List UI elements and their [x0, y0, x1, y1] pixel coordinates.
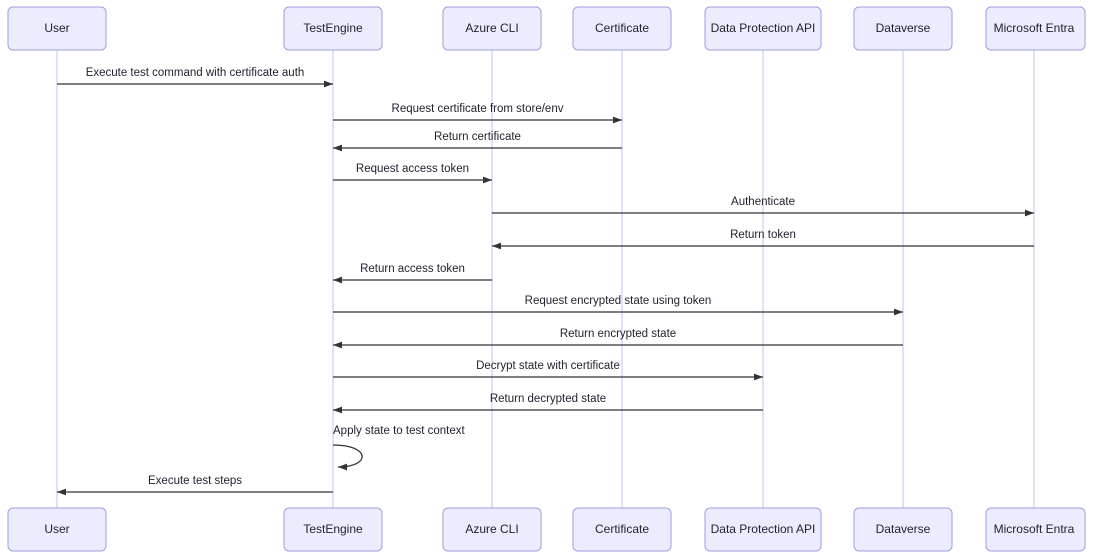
actor-boxes-top: User TestEngine Azure CLI Certificate Data P… — [7, 6, 1086, 51]
actor-label: User — [44, 21, 69, 35]
actor-rect — [985, 6, 1086, 51]
actor-label: Certificate — [595, 21, 649, 35]
message-label: Request encrypted state using token — [525, 295, 712, 307]
message-label: Execute test steps — [148, 475, 242, 487]
message-4: Authenticate — [492, 196, 1034, 217]
actor-rect — [572, 6, 672, 51]
actor-label: Microsoft Entra — [994, 522, 1075, 536]
message-0: Execute test command with certificate au… — [57, 67, 333, 88]
messages-layer: Execute test command with certificate au… — [57, 67, 1034, 496]
actor-box-bottom-testengine[interactable]: TestEngine — [283, 507, 383, 552]
actor-label: Certificate — [595, 522, 649, 536]
actor-box-bottom-azurecli[interactable]: Azure CLI — [442, 507, 542, 552]
message-9: Decrypt state with certificate — [333, 360, 763, 381]
message-label: Execute test command with certificate au… — [86, 67, 305, 79]
message-label: Return access token — [360, 263, 465, 275]
message-label: Apply state to test context — [333, 425, 465, 437]
actor-label: Dataverse — [876, 522, 931, 536]
message-6: Return access token — [333, 263, 492, 284]
actor-box-bottom-user[interactable]: User — [7, 507, 107, 552]
actor-box-bottom-entra[interactable]: Microsoft Entra — [985, 507, 1086, 552]
actor-rect — [985, 507, 1086, 552]
actor-box-top-certificate[interactable]: Certificate — [572, 6, 672, 51]
actor-box-top-azurecli[interactable]: Azure CLI — [442, 6, 542, 51]
message-12: Execute test steps — [57, 475, 333, 496]
actor-label: TestEngine — [303, 522, 363, 536]
message-label: Request certificate from store/env — [392, 103, 564, 115]
message-8: Return encrypted state — [333, 328, 903, 349]
actor-rect — [704, 6, 822, 51]
actor-rect — [283, 6, 383, 51]
message-label: Return certificate — [434, 131, 521, 143]
message-7: Request encrypted state using token — [333, 295, 903, 316]
actor-rect — [7, 6, 107, 51]
message-label: Authenticate — [731, 196, 795, 208]
message-label: Return token — [730, 229, 796, 241]
actor-box-bottom-dataverse[interactable]: Dataverse — [853, 507, 953, 552]
message-3: Request access token — [333, 163, 492, 184]
actor-rect — [442, 6, 542, 51]
actor-label: Microsoft Entra — [994, 21, 1075, 35]
actor-rect — [442, 507, 542, 552]
actor-box-top-entra[interactable]: Microsoft Entra — [985, 6, 1086, 51]
actor-box-top-dataprotection[interactable]: Data Protection API — [704, 6, 822, 51]
message-5: Return token — [492, 229, 1034, 250]
actor-label: User — [44, 522, 69, 536]
message-label: Request access token — [356, 163, 469, 175]
actor-label: Azure CLI — [465, 21, 518, 35]
actor-label: Data Protection API — [711, 21, 816, 35]
actor-rect — [7, 507, 107, 552]
actor-box-top-user[interactable]: User — [7, 6, 107, 51]
message-11: Apply state to test context — [332, 425, 465, 471]
message-label: Decrypt state with certificate — [476, 360, 620, 372]
message-label: Return decrypted state — [490, 393, 606, 405]
actor-rect — [853, 507, 953, 552]
actor-label: Azure CLI — [465, 522, 518, 536]
actor-rect — [704, 507, 822, 552]
message-1: Request certificate from store/env — [333, 103, 622, 124]
lifelines-layer — [56, 50, 1035, 508]
actor-rect — [283, 507, 383, 552]
actor-box-top-dataverse[interactable]: Dataverse — [853, 6, 953, 51]
actor-label: Data Protection API — [711, 522, 816, 536]
actor-box-bottom-dataprotection[interactable]: Data Protection API — [704, 507, 822, 552]
actor-box-bottom-certificate[interactable]: Certificate — [572, 507, 672, 552]
actor-label: TestEngine — [303, 21, 363, 35]
actor-boxes-bottom: User TestEngine Azure CLI Certificate Data P… — [7, 507, 1086, 552]
actor-label: Dataverse — [876, 21, 931, 35]
actor-rect — [572, 507, 672, 552]
message-10: Return decrypted state — [333, 393, 763, 414]
actor-box-top-testengine[interactable]: TestEngine — [283, 6, 383, 51]
actor-rect — [853, 6, 953, 51]
message-2: Return certificate — [333, 131, 622, 152]
message-label: Return encrypted state — [560, 328, 676, 340]
self-loop-arrow — [332, 444, 363, 471]
